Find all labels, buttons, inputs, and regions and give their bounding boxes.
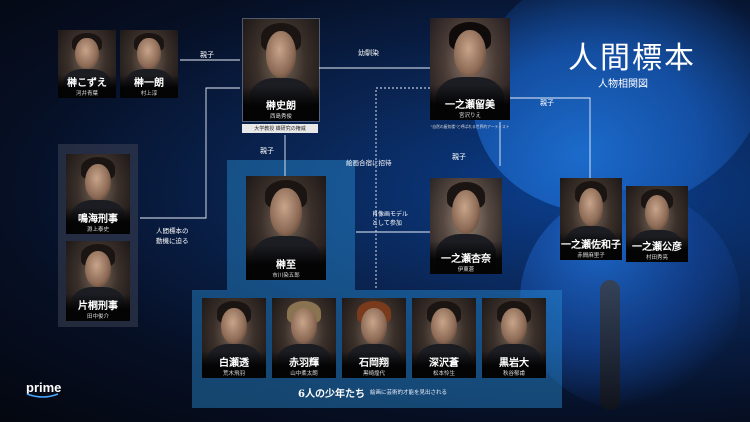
prime-logo: prime	[26, 377, 66, 401]
name-shiro: 榊史朗	[266, 101, 296, 112]
actor-toru: 荒木飛羽	[222, 371, 245, 377]
name-anna: 一之瀬杏奈	[441, 254, 491, 265]
portrait-anna: 一之瀬杏奈伊東蒼	[430, 178, 502, 274]
desc-rumi: "自然の蜃気楼"と呼ばれる世界的アーティスト	[430, 124, 510, 129]
actor-sawako: 赤間麻里子	[577, 253, 605, 259]
actor-anna: 伊東蒼	[457, 267, 475, 273]
rel-childhood: 幼馴染	[358, 49, 379, 57]
actor-narumi: 淵上泰史	[86, 227, 109, 233]
name-teru: 赤羽輝	[289, 358, 319, 369]
portrait-katagiri: 片桐刑事田中俊介	[66, 241, 130, 321]
portrait-ichiro: 榊一朗村上淳	[120, 30, 178, 98]
name-kimiaki: 一之瀬公彦	[632, 242, 682, 253]
line-detective	[140, 87, 240, 219]
page-title: 人間標本	[568, 41, 696, 76]
name-itaru: 榊至	[276, 260, 296, 271]
rel-parent2: 親子	[260, 147, 274, 155]
name-dai: 黒岩大	[499, 358, 529, 369]
butterfly-body	[600, 280, 620, 410]
portrait-rumi: 一之瀬留美宮沢りえ	[430, 18, 510, 120]
line-camp	[375, 87, 430, 290]
line-parent4	[508, 97, 591, 178]
portrait-kimiaki: 一之瀬公彦村田秀亮	[626, 186, 688, 262]
rel-parent3: 親子	[452, 153, 466, 161]
actor-sho: 黒崎煌代	[362, 371, 385, 377]
name-sho: 石岡翔	[359, 358, 389, 369]
name-kozue: 榊こずえ	[67, 78, 107, 89]
smile-icon	[26, 393, 59, 398]
rel-parent4: 親子	[540, 99, 554, 107]
actor-rumi: 宮沢りえ	[458, 113, 481, 119]
portrait-teru: 赤羽輝山中柔太朗	[272, 298, 336, 378]
boys-group-note: 絵画に芸術的才能を見出される	[370, 390, 448, 396]
name-ao: 深沢蒼	[429, 358, 459, 369]
name-katagiri: 片桐刑事	[78, 301, 118, 312]
rel-parent1: 親子	[200, 51, 214, 59]
actor-ao: 松本怜生	[432, 371, 455, 377]
boys-group-title: 6人の少年たち	[298, 389, 365, 400]
name-ichiro: 榊一朗	[134, 78, 164, 89]
name-toru: 白瀬透	[219, 358, 249, 369]
rel-detective: 人間標本の 動機に迫る	[156, 227, 189, 245]
portrait-toru: 白瀬透荒木飛羽	[202, 298, 266, 378]
rel-camp: 絵画合宿に招待	[346, 159, 392, 167]
rel-model: 肖像画モデル として参加	[372, 211, 409, 227]
actor-kimiaki: 村田秀亮	[645, 255, 668, 261]
portrait-sho: 石岡翔黒崎煌代	[342, 298, 406, 378]
page-subtitle: 人物相関図	[598, 79, 648, 90]
actor-dai: 秋谷郁甫	[502, 371, 525, 377]
actor-ichiro: 村上淳	[140, 91, 158, 97]
name-sawako: 一之瀬佐和子	[561, 240, 621, 251]
name-narumi: 鳴海刑事	[78, 214, 118, 225]
actor-itaru: 市川染五郎	[272, 273, 300, 279]
name-rumi: 一之瀬留美	[445, 100, 495, 111]
portrait-narumi: 鳴海刑事淵上泰史	[66, 154, 130, 234]
brand-text: prime	[26, 380, 62, 395]
desc-shiro: 大学教授 蝶研究の権威	[242, 124, 318, 133]
portrait-ao: 深沢蒼松本怜生	[412, 298, 476, 378]
portrait-dai: 黒岩大秋谷郁甫	[482, 298, 546, 378]
portrait-kozue: 榊こずえ河井青葉	[58, 30, 116, 98]
actor-katagiri: 田中俊介	[86, 314, 109, 320]
actor-shiro: 西島秀俊	[269, 114, 292, 120]
actor-teru: 山中柔太朗	[290, 371, 318, 377]
portrait-itaru: 榊至市川染五郎	[246, 176, 326, 280]
portrait-shiro: 榊史朗西島秀俊	[242, 18, 320, 122]
actor-kozue: 河井青葉	[75, 91, 98, 97]
portrait-sawako: 一之瀬佐和子赤間麻里子	[560, 178, 622, 260]
